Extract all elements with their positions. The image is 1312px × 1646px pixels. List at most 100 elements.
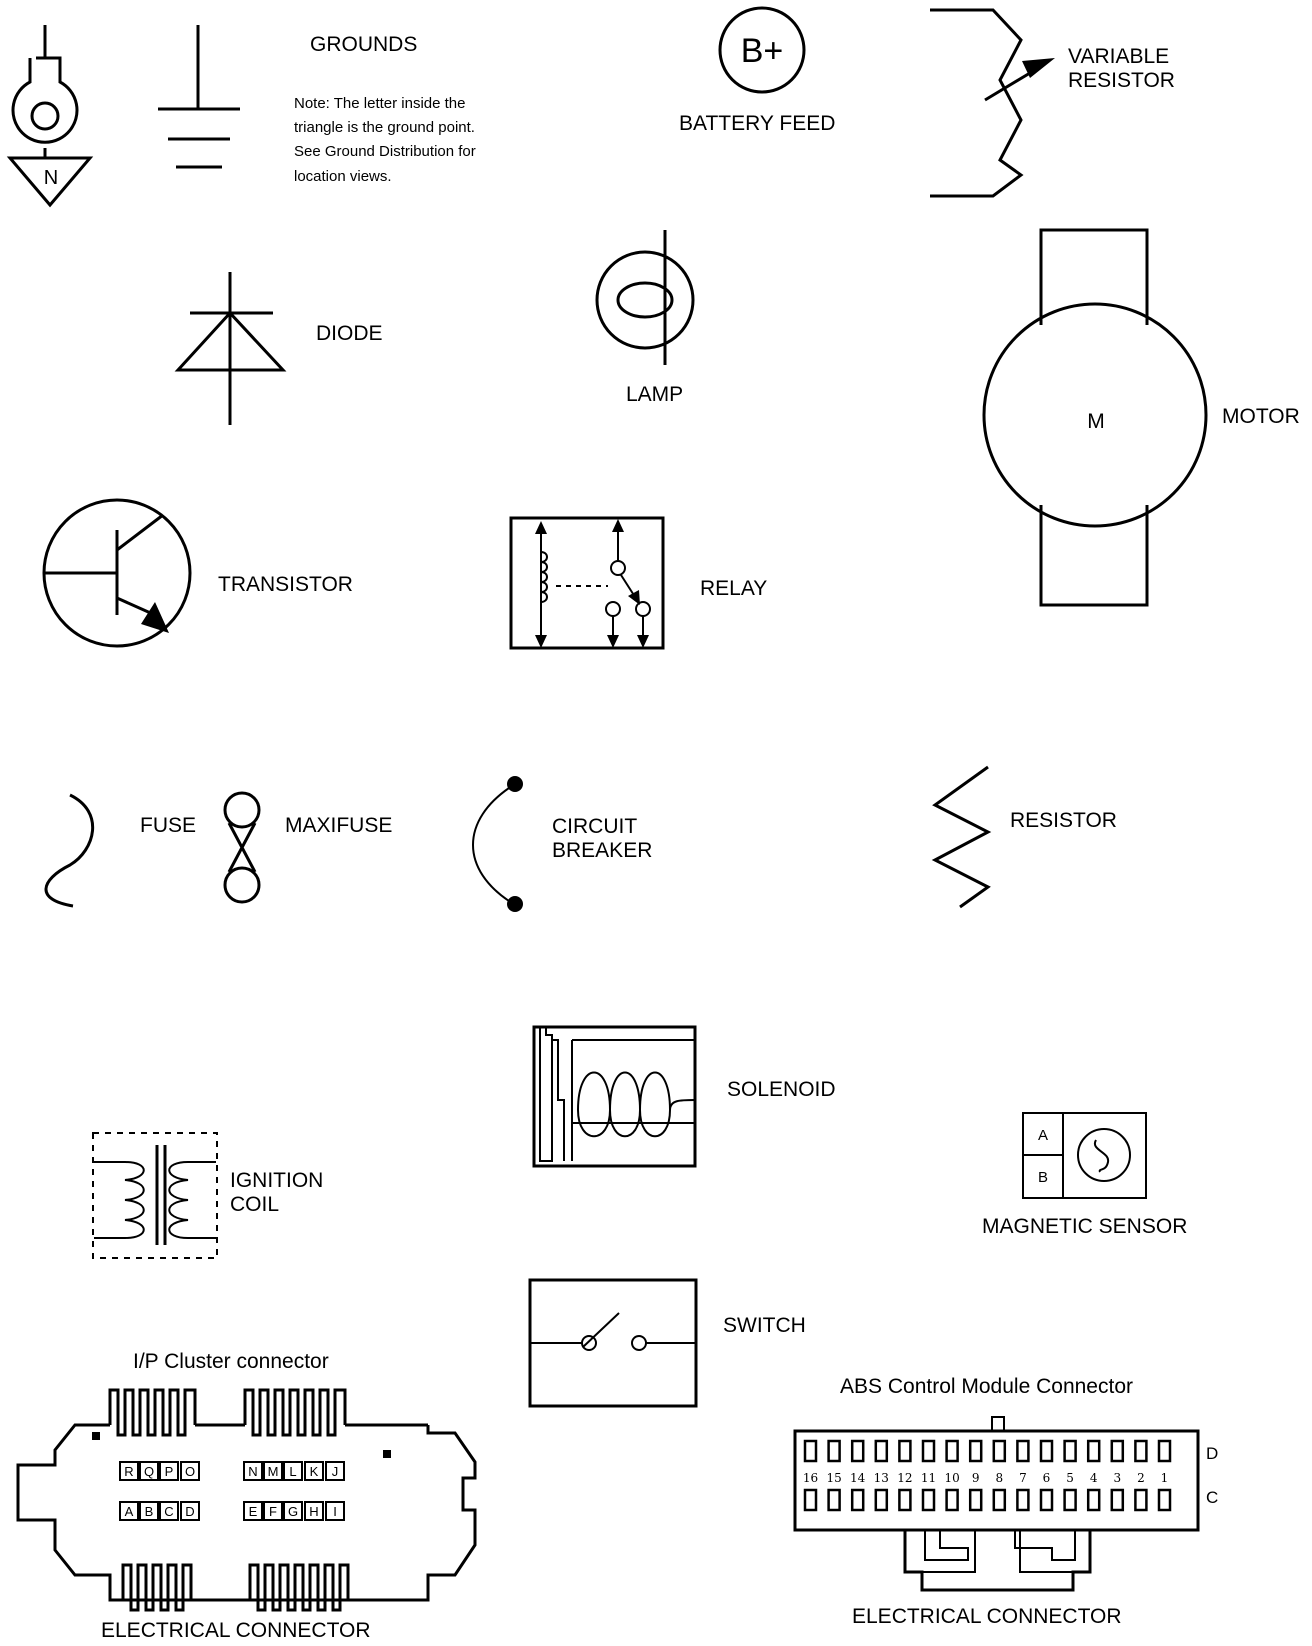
sensor-pin-a: A [1038, 1127, 1048, 1144]
ip-pin-label: O [185, 1464, 195, 1479]
lamp-label: LAMP [626, 383, 684, 406]
abs-pin-c [945, 1488, 959, 1512]
abs-pin-c [1134, 1488, 1148, 1512]
resistor-label: RESISTOR [1010, 809, 1117, 832]
abs-pin-c [921, 1488, 936, 1512]
abs-pin-d [898, 1439, 912, 1463]
variable-resistor-label-line-1: VARIABLE [1068, 45, 1170, 68]
abs-pin-number: 10 [944, 1471, 959, 1485]
ip-pin: D [180, 1501, 200, 1521]
abs-pin-d [1134, 1439, 1148, 1463]
sensor-pin-b: B [1038, 1169, 1048, 1186]
abs-pin-d [874, 1439, 889, 1463]
abs-pin-d [1063, 1439, 1077, 1463]
abs-pin-number: 14 [850, 1471, 866, 1485]
abs-pin-d [803, 1439, 818, 1463]
ip-pin-label: A [125, 1504, 134, 1519]
abs-pin-d [921, 1439, 936, 1463]
ip-pin: J [325, 1461, 345, 1481]
abs-pin-number: 1 [1161, 1471, 1169, 1485]
ip-pin-label: E [249, 1504, 258, 1519]
switch-label: SWITCH [723, 1314, 806, 1337]
ip-pin: K [304, 1461, 324, 1481]
abs-pin-number: 8 [995, 1471, 1003, 1485]
ip-pin-label: B [145, 1504, 154, 1519]
abs-pin-c [1086, 1488, 1101, 1512]
ip-pin: C [159, 1501, 179, 1521]
abs-row-c-label: C [1206, 1488, 1219, 1507]
fuse-label: FUSE [140, 814, 197, 837]
ip-pin-label: C [164, 1504, 173, 1519]
abs-pin-c [992, 1488, 1007, 1512]
ip-pin: E [243, 1501, 263, 1521]
ip-pin-label: F [269, 1504, 277, 1519]
magnetic-sensor-label: MAGNETIC SENSOR [982, 1215, 1188, 1238]
motor-symbol: M [982, 228, 1208, 607]
ip-pin-label: N [248, 1464, 257, 1479]
diode-symbol [174, 272, 287, 425]
abs-pin-d [1110, 1439, 1125, 1463]
ip-pin-label: D [185, 1504, 194, 1519]
maxifuse-symbol [223, 791, 261, 904]
ip-pin-label: Q [144, 1464, 154, 1479]
ip-pin-label: K [310, 1464, 319, 1479]
abs-pin-number: 9 [972, 1471, 980, 1485]
abs-pin-c [1063, 1488, 1077, 1512]
fuse-symbol [44, 793, 95, 908]
grounds-label: GROUNDS [310, 33, 418, 56]
solenoid-label: SOLENOID [727, 1078, 836, 1101]
abs-pin-d [850, 1439, 865, 1463]
abs-pin-c [803, 1488, 818, 1512]
circuit-breaker-label-line-2: BREAKER [552, 839, 653, 862]
chassis-ground-symbol [158, 25, 240, 169]
grounds-note-line-4: location views. [294, 168, 392, 185]
ip-pin: M [263, 1461, 283, 1481]
maxifuse-label: MAXIFUSE [285, 814, 393, 837]
ip-pin: R [119, 1461, 139, 1481]
ip-pin: G [283, 1501, 303, 1521]
abs-pin-c [1110, 1488, 1125, 1512]
magnetic-sensor-symbol: A B [1022, 1112, 1147, 1199]
ip-pin-label: M [268, 1464, 279, 1479]
ip-pin: H [304, 1501, 324, 1521]
circuit-breaker-label-line-1: CIRCUIT [552, 815, 638, 838]
switch-symbol [528, 1278, 698, 1408]
abs-pin-c [1016, 1488, 1030, 1512]
abs-pin-d [1086, 1439, 1101, 1463]
grounds-note-line-3: See Ground Distribution for [294, 143, 476, 160]
electrical-connector-right-label: ELECTRICAL CONNECTOR [852, 1605, 1122, 1628]
grounds-note-line-2: triangle is the ground point. [294, 119, 475, 136]
lamp-symbol [595, 230, 695, 365]
variable-resistor-symbol [930, 8, 1055, 198]
motor-label: MOTOR [1222, 405, 1300, 428]
abs-pin-c [827, 1488, 841, 1512]
abs-pin-d [945, 1439, 959, 1463]
relay-label: RELAY [700, 577, 768, 600]
resistor-symbol [931, 765, 992, 909]
abs-pin-d [1039, 1439, 1054, 1463]
ip-pin-label: R [124, 1464, 133, 1479]
ip-pin: P [159, 1461, 179, 1481]
abs-pin-d [1157, 1439, 1172, 1463]
ip-pin-label: L [289, 1464, 296, 1479]
abs-pin-number: 2 [1137, 1471, 1145, 1485]
abs-pin-d [1016, 1439, 1030, 1463]
ip-pin-label: I [333, 1504, 337, 1519]
abs-pin-number: 6 [1043, 1471, 1051, 1485]
abs-pin-c [898, 1488, 912, 1512]
abs-pin-number: 7 [1019, 1471, 1027, 1485]
ip-pin: B [139, 1501, 159, 1521]
abs-pin-number: 16 [803, 1471, 818, 1485]
transistor-symbol [42, 498, 192, 648]
relay-symbol [509, 516, 665, 650]
abs-pin-d [992, 1439, 1007, 1463]
ip-pin: N [243, 1461, 263, 1481]
transistor-label: TRANSISTOR [218, 573, 353, 596]
abs-pin-number: 13 [874, 1471, 889, 1485]
